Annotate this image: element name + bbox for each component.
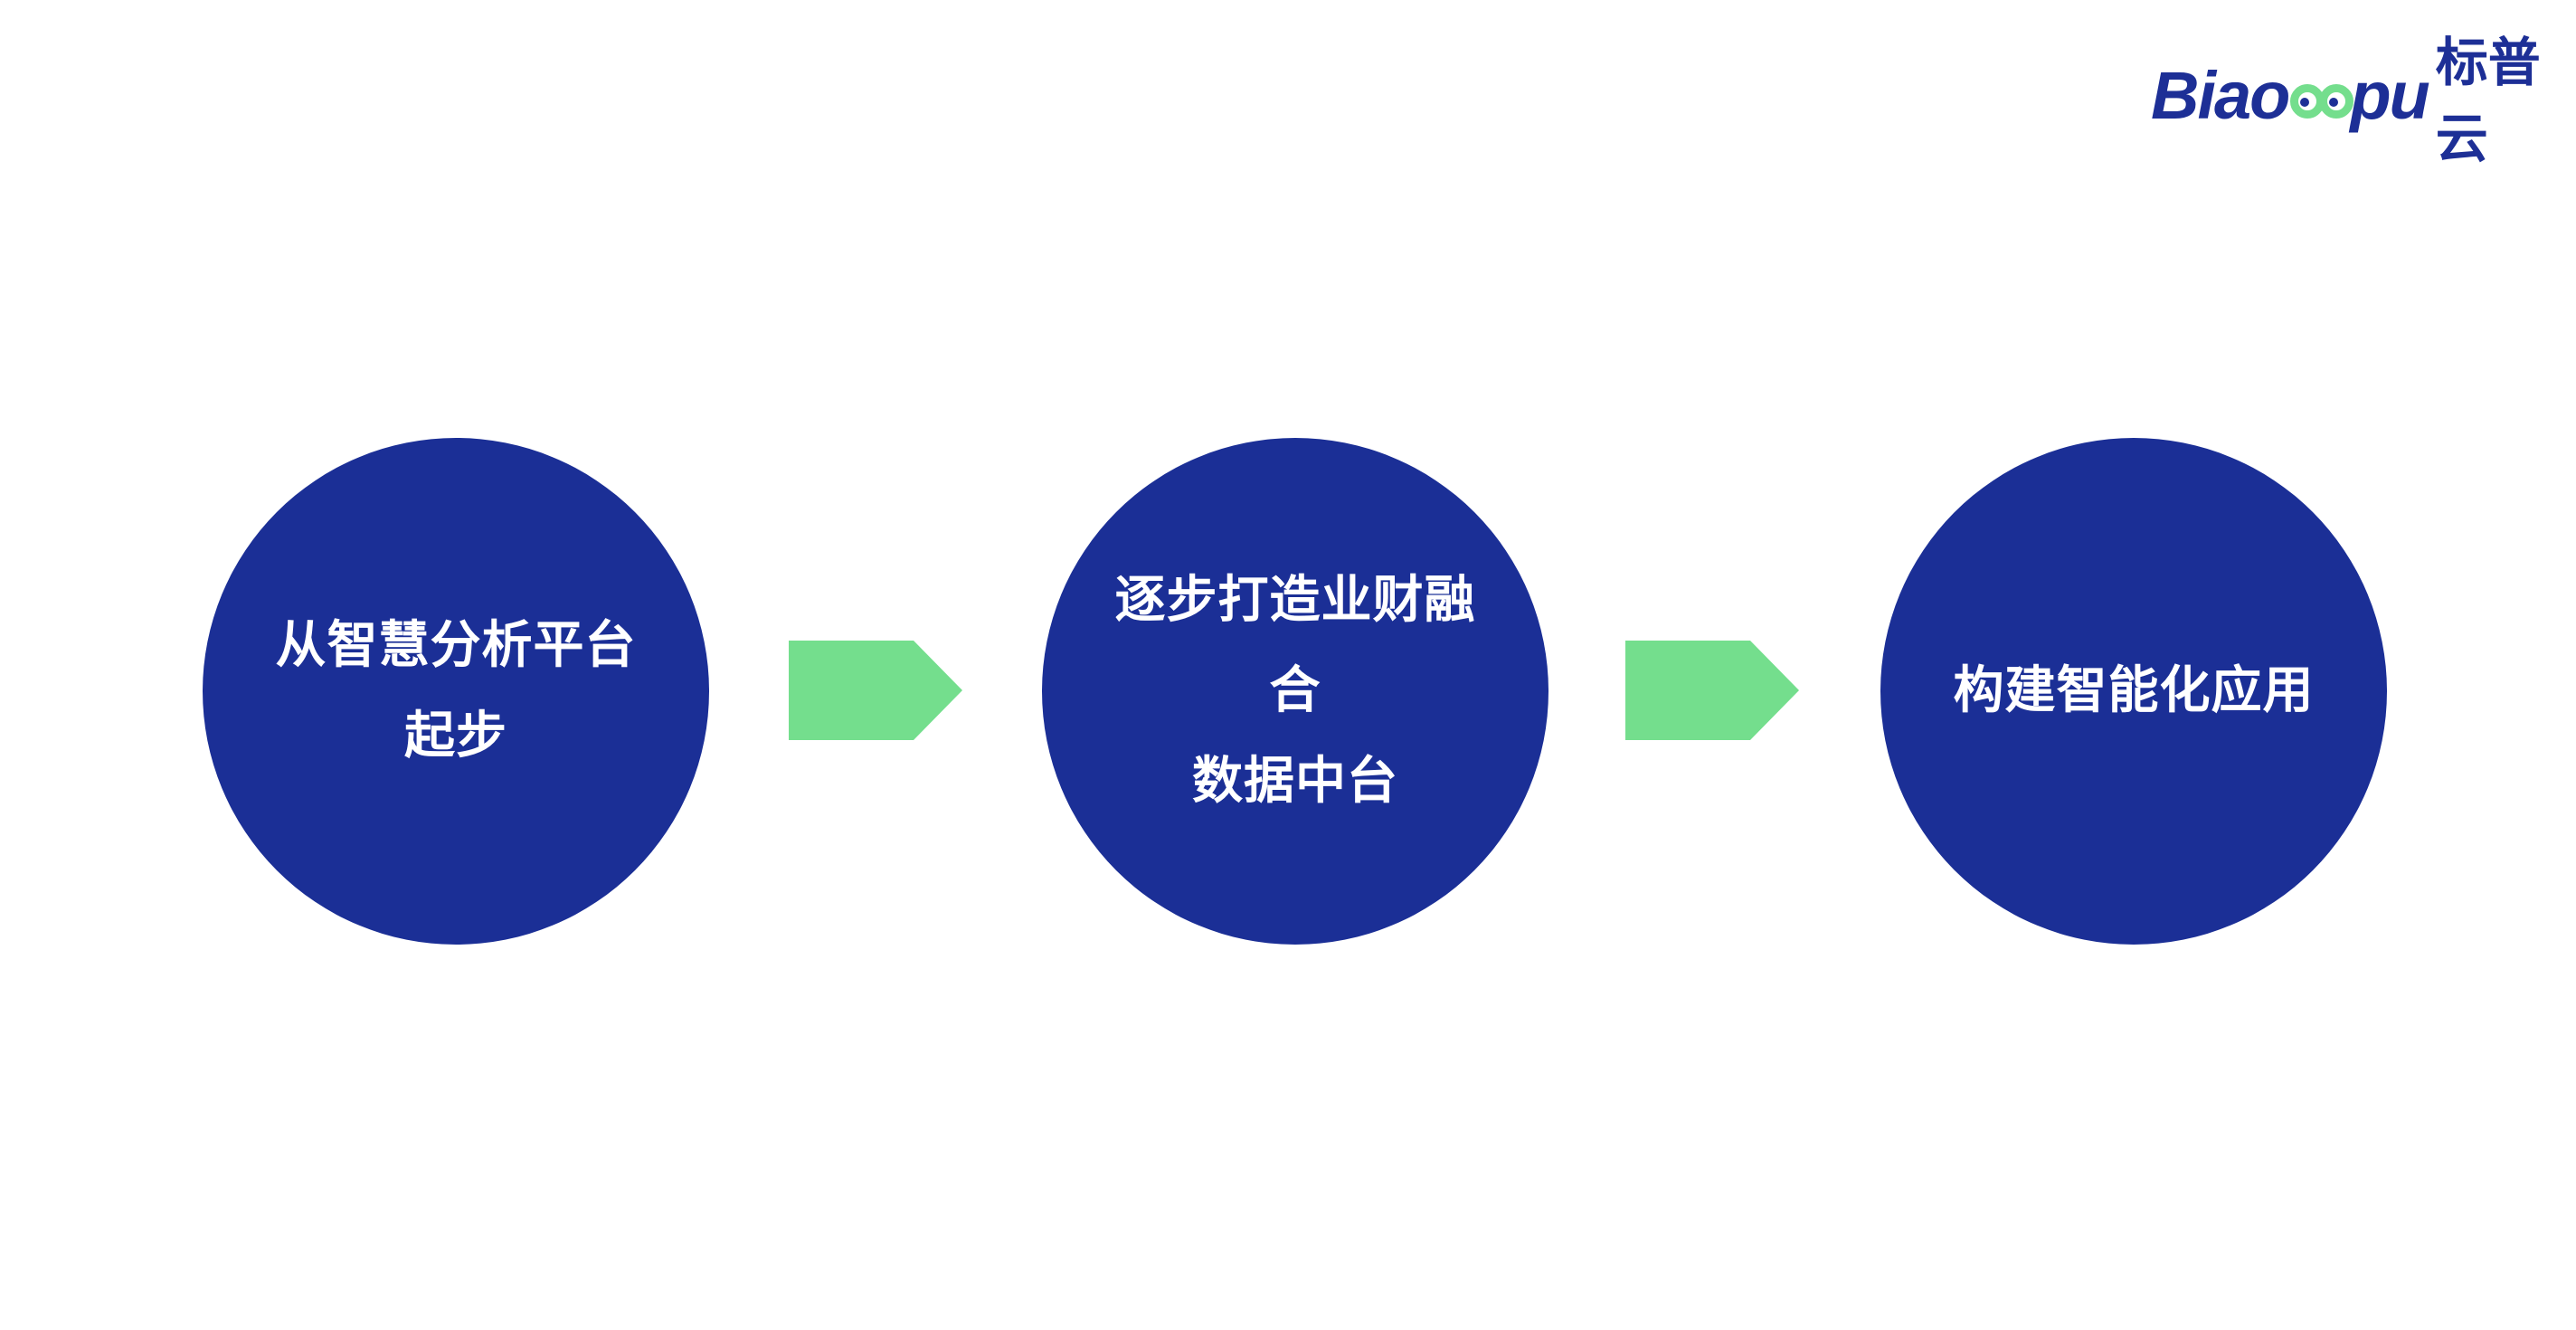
arrow-2-shape — [1625, 641, 1799, 740]
step-3-label: 构建智能化应用 — [1954, 646, 2315, 736]
step-1-line-2: 起步 — [404, 707, 507, 765]
step-1-label: 从智慧分析平台 起步 — [276, 601, 637, 782]
brand-logo: Biao pu 标普云 — [2151, 32, 2562, 169]
logo-text-end: pu — [2350, 58, 2429, 133]
step-1-line-1: 从智慧分析平台 — [275, 616, 637, 675]
step-1-circle: 从智慧分析平台 起步 — [203, 438, 709, 945]
step-2-label: 逐步打造业财融合 数据中台 — [1096, 556, 1494, 827]
arrow-right-icon — [1625, 641, 1799, 740]
step-3-line-1: 构建智能化应用 — [1953, 661, 2315, 720]
step-2-line-1: 逐步打造业财融合 — [1114, 571, 1476, 720]
logo-text-start: Biao — [2151, 58, 2290, 133]
arrow-1-shape — [789, 641, 962, 740]
step-2-circle: 逐步打造业财融合 数据中台 — [1042, 438, 1548, 945]
arrow-right-icon — [789, 641, 962, 740]
right-eye-icon — [2319, 84, 2354, 119]
eyes-logo-icon — [2290, 84, 2354, 119]
logo-chinese-name: 标普云 — [2435, 32, 2541, 169]
step-2-line-2: 数据中台 — [1192, 752, 1398, 811]
step-3-circle: 构建智能化应用 — [1880, 438, 2387, 945]
